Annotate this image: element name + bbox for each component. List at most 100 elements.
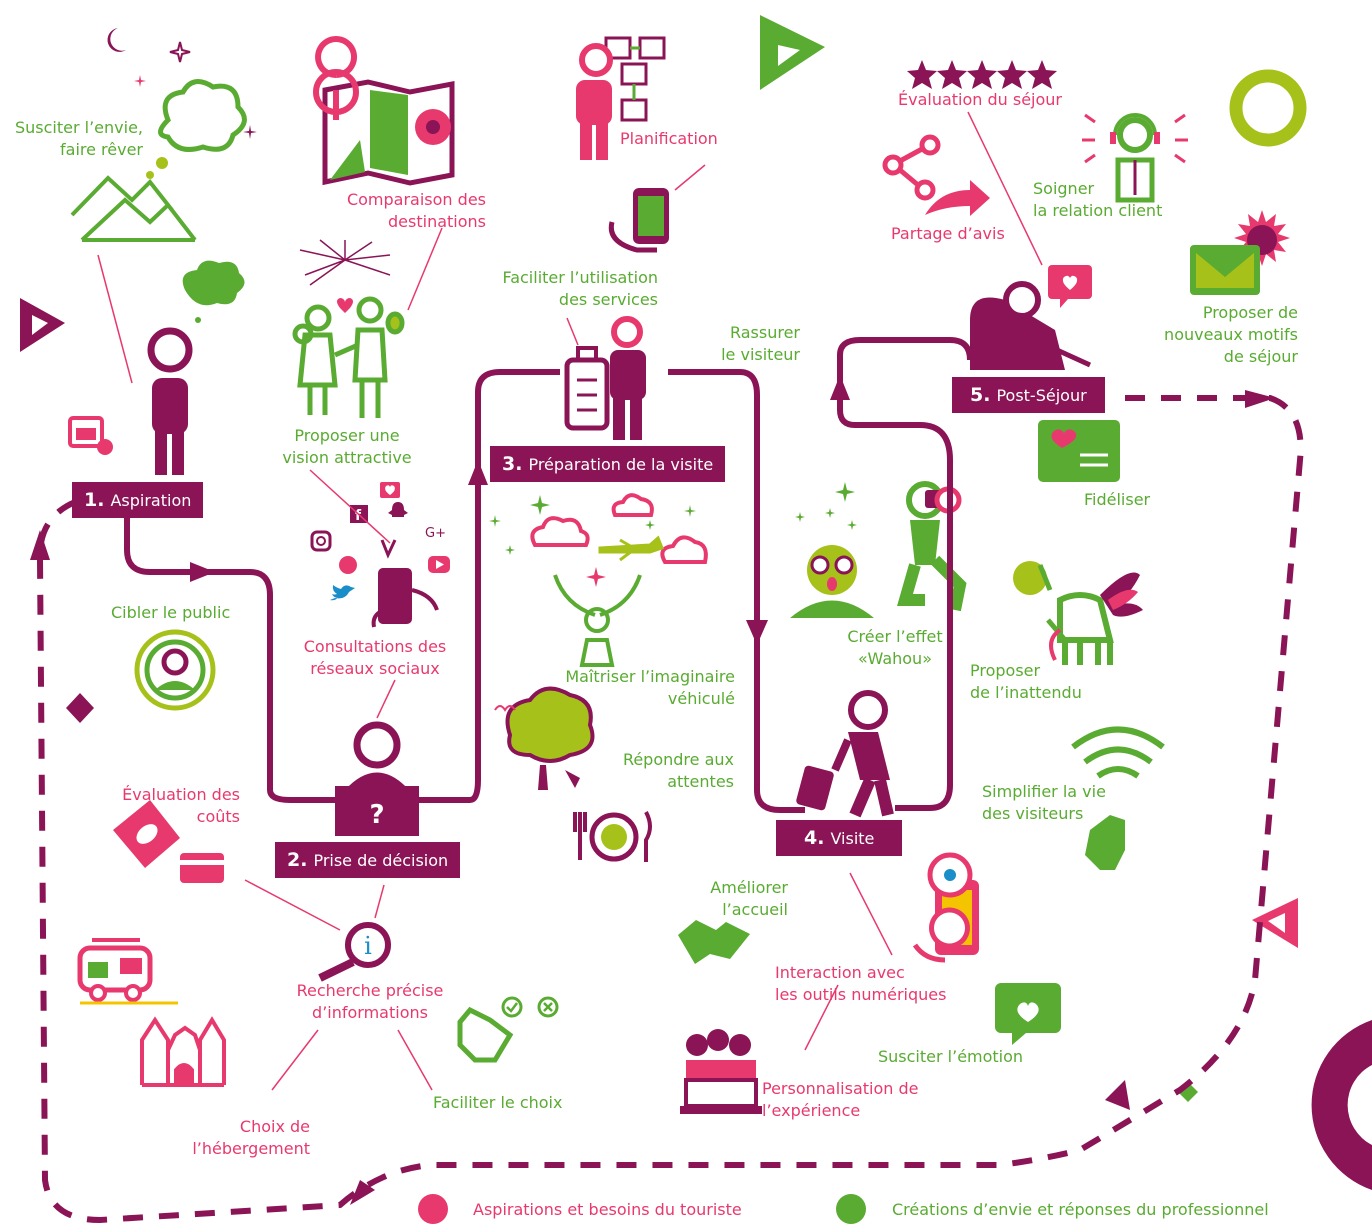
- arrow-head: [1105, 1080, 1130, 1110]
- label-line: Maîtriser l’imaginaire: [565, 667, 735, 686]
- label-faciliter-choix: Faciliter le choix: [433, 1093, 563, 1112]
- dashed-loop: [36, 395, 1304, 1224]
- planning-board-icon: [576, 36, 666, 160]
- label-line: faire rêver: [60, 140, 143, 159]
- label-line: des services: [558, 290, 658, 309]
- label-line: Créer l’effet: [847, 627, 943, 646]
- unicorn-icon: [1013, 561, 1143, 665]
- label-line: Améliorer: [710, 878, 788, 897]
- sparkle-icon: [586, 567, 606, 587]
- label-planification: Planification: [620, 129, 718, 148]
- handshake-icon: [678, 920, 750, 964]
- arrow-share-icon: [925, 180, 990, 216]
- label-line: attentes: [667, 772, 734, 791]
- wifi-icon: [1071, 726, 1165, 779]
- label-line: l’accueil: [722, 900, 788, 919]
- stage-label: Post-Séjour: [996, 386, 1087, 405]
- label-line: le visiteur: [721, 345, 800, 364]
- legend-label-professional: Créations d’envie et réponses du profess…: [892, 1200, 1269, 1219]
- money-icon: [113, 800, 180, 868]
- label-line: Rassurer: [729, 323, 800, 342]
- arrow-head: [1245, 390, 1275, 408]
- label-line: véhiculé: [667, 689, 735, 708]
- label-partage: Partage d’avis: [891, 224, 1005, 243]
- label-line: destinations: [388, 212, 486, 231]
- label-fideliser: Fidéliser: [1084, 490, 1151, 509]
- label-line: nouveaux motifs: [1164, 325, 1298, 344]
- hand-tap-icon: [1085, 815, 1125, 870]
- label-line: des visiteurs: [982, 804, 1084, 823]
- label-line: de séjour: [1223, 347, 1298, 366]
- legend-label-tourist: Aspirations et besoins du touriste: [473, 1200, 742, 1219]
- sparkle-icon: [243, 125, 257, 139]
- legend-dot-pink: [418, 1194, 448, 1224]
- credit-card-icon: [180, 853, 224, 883]
- thought-bubble-dot: [146, 171, 154, 179]
- moon-icon: [107, 28, 126, 52]
- label-line: coûts: [196, 807, 240, 826]
- journey-path: [419, 369, 560, 803]
- heart-small-icon: [337, 298, 353, 313]
- triangle-pink-icon: [1252, 898, 1298, 948]
- label-ameliorer: Améliorer l’accueil: [680, 877, 788, 921]
- walking-tourist-icon: [796, 690, 894, 818]
- label-maitriser: Maîtriser l’imaginaire véhiculé: [540, 666, 735, 710]
- camper-van-icon: [77, 938, 178, 1005]
- label-line: Faciliter l’utilisation: [502, 268, 658, 287]
- question-laptop-icon: ?: [335, 721, 419, 836]
- label-line: «Wahou»: [858, 649, 932, 668]
- label-line: Répondre aux: [622, 750, 734, 769]
- stage-1-aspiration: 1.Aspiration: [72, 482, 204, 518]
- stars-rating-icon: [907, 60, 1057, 89]
- sparkle-icon: [489, 495, 696, 555]
- label-rassurer: Rassurer le visiteur: [690, 322, 800, 366]
- phone-hand-icon: [608, 188, 669, 253]
- mountains-icon: [70, 175, 197, 242]
- label-line: réseaux sociaux: [310, 659, 440, 678]
- svg-text:?: ?: [369, 800, 384, 830]
- label-line: Proposer une: [294, 426, 400, 445]
- stage-3-preparation: 3.Préparation de la visite: [490, 446, 726, 482]
- fireworks-icon: [299, 239, 391, 286]
- envelope-icon: [1190, 245, 1260, 295]
- tree-icon: [494, 686, 595, 790]
- label-line: Évaluation des: [122, 785, 240, 804]
- stage-number: 5.: [970, 384, 991, 406]
- google-plus-icon: G+: [425, 526, 446, 541]
- label-susciter-envie: Susciter l’envie,faire rêver: [0, 117, 143, 161]
- label-line: la relation client: [1033, 201, 1163, 220]
- label-line: d’informations: [312, 1003, 428, 1022]
- ring-plum-icon: [1311, 1020, 1372, 1190]
- legend-dot-green: [836, 1194, 866, 1224]
- journey-path: [837, 337, 973, 811]
- label-line: Proposer: [970, 661, 1041, 680]
- label-repondre: Répondre aux attentes: [600, 749, 734, 793]
- stage-number: 3.: [502, 453, 523, 475]
- stage-2-prise-de-decision: 2.Prise de décision: [275, 842, 461, 878]
- customer-service-icon: [1082, 113, 1188, 203]
- finger-check-icon: [457, 996, 559, 1063]
- share-icon: [882, 134, 941, 201]
- journey-path: [668, 369, 805, 813]
- svg-text:i: i: [364, 932, 372, 960]
- social-icons: [310, 482, 450, 601]
- facebook-icon: f: [355, 508, 362, 524]
- stage-number: 2.: [287, 849, 308, 871]
- laptop-person-icon: [970, 265, 1092, 370]
- location-phone-icon: [912, 852, 979, 963]
- ring-lime-icon: [1229, 69, 1307, 147]
- family-icon: [292, 296, 405, 418]
- stage-label: Visite: [830, 829, 875, 848]
- calendar-icon: [68, 416, 104, 448]
- heart-bubble-icon: [995, 983, 1061, 1045]
- label-line: l’hébergement: [192, 1139, 310, 1158]
- label-line: Choix de: [239, 1117, 310, 1136]
